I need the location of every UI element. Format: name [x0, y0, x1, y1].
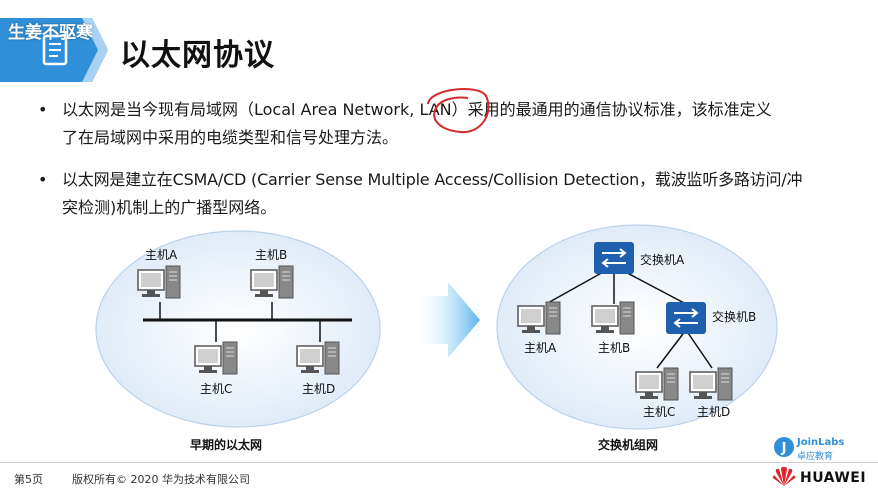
left-host-d-label: 主机D [302, 382, 336, 396]
switch-b-icon [665, 301, 707, 335]
footer-divider [0, 462, 878, 463]
left-host-a-label: 主机A [145, 248, 178, 262]
bullet-dot: • [38, 100, 48, 119]
joinlabs-name: JoinLabs [797, 437, 845, 448]
copyright-text: 版权所有© 2020 华为技术有限公司 [72, 473, 250, 486]
bullet-2-line-2: 突检测)机制上的广播型网络。 [62, 198, 277, 217]
bullet-dot: • [38, 170, 48, 189]
left-host-c-label: 主机C [200, 382, 233, 396]
title-badge [0, 18, 108, 82]
page-title: 以太网协议 [120, 38, 275, 73]
bullet-1-line-1: 以太网是当今现有局域网（Local Area Network, LAN）采用的最… [62, 100, 772, 119]
right-host-a-label: 主机A [524, 341, 557, 355]
annotation-circle [427, 88, 490, 134]
right-host-d-label: 主机D [697, 405, 731, 419]
switch-a-label: 交换机A [640, 253, 685, 267]
bullet-item-1: • 以太网是当今现有局域网（Local Area Network, LAN）采用… [38, 96, 858, 152]
right-host-c-label: 主机C [643, 405, 676, 419]
right-diagram-caption: 交换机组网 [598, 438, 659, 452]
huawei-brand: HUAWEI [800, 470, 867, 486]
switch-a-icon [593, 241, 635, 275]
document-icon [42, 34, 68, 66]
huawei-logo-icon [772, 466, 796, 486]
arrow-icon [418, 282, 480, 358]
left-host-b-label: 主机B [255, 248, 288, 262]
bullet-item-2: • 以太网是建立在CSMA/CD (Carrier Sense Multiple… [38, 166, 858, 222]
bullet-1-line-2: 了在局域网中采用的电缆类型和信号处理方法。 [62, 128, 399, 147]
right-host-b-label: 主机B [598, 341, 631, 355]
joinlabs-logo-icon: J [774, 437, 794, 457]
page-number: 第5页 [14, 473, 43, 486]
left-diagram-caption: 早期的以太网 [190, 438, 263, 452]
switch-b-label: 交换机B [712, 310, 757, 324]
joinlabs-subtitle: 卓应教育 [797, 452, 834, 462]
svg-text:J: J [781, 441, 787, 456]
watermark-text: 生姜不驱寒 [8, 23, 93, 43]
bullet-2-line-1: 以太网是建立在CSMA/CD (Carrier Sense Multiple A… [62, 170, 803, 189]
